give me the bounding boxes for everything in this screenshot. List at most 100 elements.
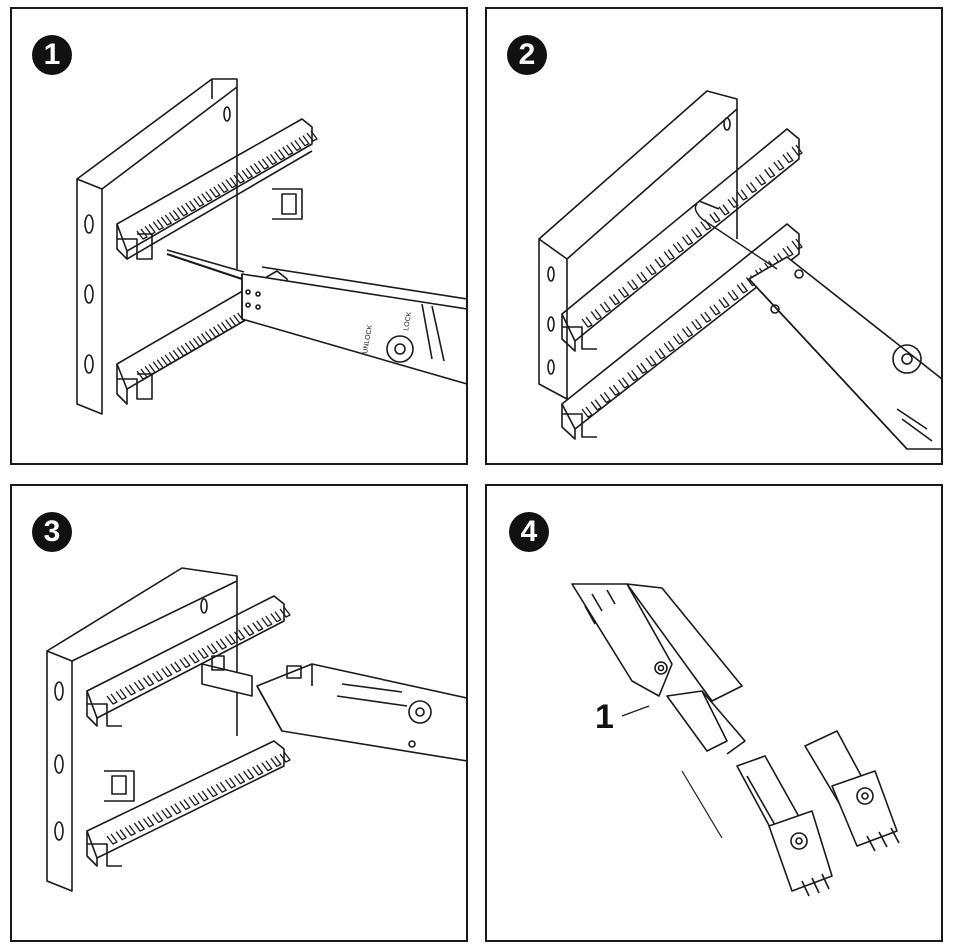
block-tooth	[152, 219, 164, 231]
block-tooth	[133, 679, 145, 691]
block-tooth	[249, 163, 261, 175]
block-tooth	[144, 363, 156, 375]
block-tooth	[161, 807, 173, 819]
step-3-panel: 3	[10, 484, 468, 942]
block-tooth	[279, 751, 291, 763]
step-3-illustration	[46, 567, 466, 892]
insertion-tool	[166, 249, 466, 385]
block-tooth	[160, 214, 172, 226]
block-tooth	[115, 829, 127, 841]
block-tooth	[161, 666, 173, 678]
insertion-tool	[201, 655, 466, 762]
block-tooth	[718, 204, 730, 216]
block-tooth	[636, 271, 648, 283]
block-tooth	[192, 335, 205, 347]
block-tooth	[200, 331, 213, 343]
block-tooth	[224, 777, 237, 789]
block-tooth	[736, 189, 748, 201]
callout-leader-line	[621, 705, 650, 717]
block-tooth	[691, 318, 703, 330]
block-tooth	[727, 289, 739, 301]
step-1-panel: 1	[10, 7, 468, 465]
block-tooth	[252, 620, 264, 632]
mounting-frame	[76, 78, 303, 415]
block-tooth	[581, 316, 593, 328]
block-tooth	[764, 167, 776, 179]
step-2-panel: 2	[485, 7, 943, 465]
block-tooth	[142, 675, 155, 687]
block-tooth	[736, 282, 748, 294]
step-1-illustration: UNLOCK LOCK	[76, 78, 466, 415]
block-tooth	[233, 773, 246, 785]
block-tooth	[745, 182, 757, 194]
step-4-panel: 4 1	[485, 484, 943, 942]
block-tooth	[217, 321, 229, 333]
block-tooth	[233, 629, 246, 641]
block-tooth	[124, 684, 136, 696]
block-tooth	[206, 643, 218, 655]
block-tooth	[224, 634, 237, 646]
block-tooth	[261, 760, 273, 772]
block-tooth	[185, 200, 197, 212]
block-tooth	[243, 624, 255, 636]
block-tooth	[627, 370, 639, 382]
block-tooth	[590, 309, 602, 321]
block-tooth	[152, 359, 164, 371]
block-tooth	[168, 209, 181, 221]
block-tooth	[270, 611, 282, 623]
block-tooth	[709, 304, 721, 316]
block-tooth	[184, 340, 196, 352]
block-tooth	[274, 149, 286, 161]
block-tooth	[225, 317, 237, 329]
block-tooth	[718, 297, 730, 309]
block-tooth	[176, 345, 188, 357]
block-tooth	[176, 205, 189, 217]
block-tooth	[754, 174, 767, 186]
block-tooth	[672, 241, 684, 253]
block-tooth	[709, 211, 721, 223]
block-tooth	[691, 226, 703, 238]
upper-connection-block	[561, 128, 800, 352]
block-tooth	[257, 158, 270, 170]
block-tooth	[241, 167, 253, 179]
block-tooth	[233, 312, 245, 324]
block-tooth	[133, 820, 145, 832]
upper-connection-block	[86, 595, 285, 727]
block-tooth	[197, 647, 209, 659]
block-tooth	[152, 670, 164, 682]
block-tooth	[672, 333, 684, 345]
block-tooth	[727, 196, 739, 208]
block-tooth	[217, 181, 229, 193]
step-number-badge: 4	[509, 512, 549, 552]
block-tooth	[215, 781, 227, 793]
block-tooth	[142, 816, 155, 828]
block-tooth	[599, 392, 611, 404]
block-tooth	[782, 245, 794, 257]
block-tooth	[215, 638, 227, 650]
block-tooth	[645, 264, 657, 276]
block-tooth	[618, 377, 630, 389]
block-tooth	[581, 406, 593, 418]
block-tooth	[233, 172, 245, 184]
block-tooth	[270, 755, 282, 767]
block-tooth	[663, 249, 675, 261]
step-number-badge: 3	[32, 512, 72, 552]
block-tooth	[791, 238, 803, 250]
block-tooth	[206, 786, 218, 798]
block-tooth	[306, 130, 318, 142]
block-tooth	[663, 340, 675, 352]
block-tooth	[791, 144, 803, 156]
block-tooth	[144, 223, 156, 235]
block-tooth	[179, 799, 191, 811]
block-tooth	[266, 153, 278, 165]
motion-line	[681, 770, 723, 839]
step-number-badge: 2	[507, 35, 547, 75]
step-2-illustration	[538, 90, 941, 450]
block-tooth	[170, 803, 182, 815]
block-tooth	[773, 159, 785, 171]
connector-plug-right	[804, 730, 900, 852]
step-number-badge: 1	[32, 35, 72, 75]
block-tooth	[170, 661, 182, 673]
block-tooth	[106, 833, 118, 845]
block-tooth	[645, 355, 657, 367]
